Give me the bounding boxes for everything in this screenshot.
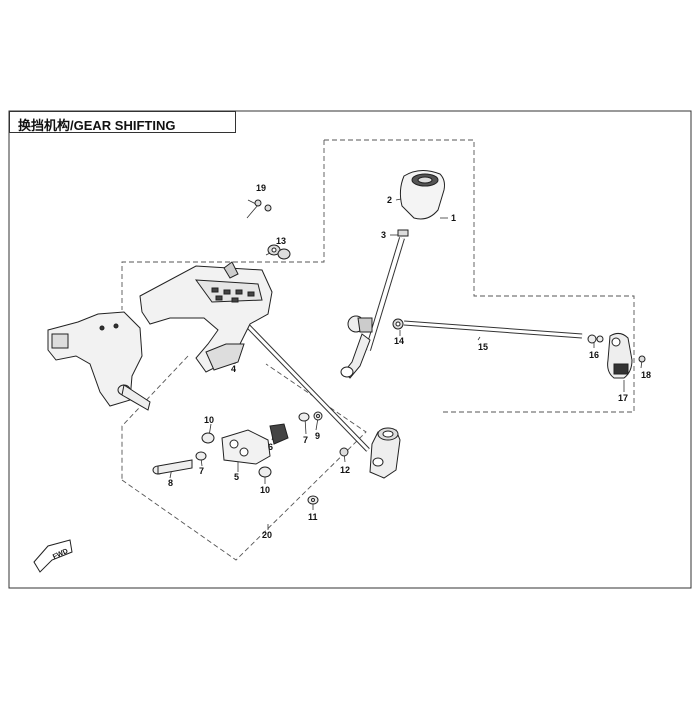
knob-nut bbox=[397, 229, 409, 237]
left-cover bbox=[47, 311, 143, 407]
callout-1: 1 bbox=[451, 213, 456, 223]
callout-7b: 7 bbox=[199, 466, 204, 476]
fwd-arrow: FWD bbox=[33, 539, 73, 573]
shift-lever-base bbox=[340, 315, 373, 379]
lever-arm-17 bbox=[607, 332, 633, 379]
callout-11: 11 bbox=[308, 512, 318, 522]
callout-5: 5 bbox=[234, 472, 239, 482]
callout-6: 6 bbox=[268, 442, 273, 452]
callout-10a: 10 bbox=[204, 415, 214, 425]
group-boundary-shifter bbox=[324, 139, 635, 413]
callout-17: 17 bbox=[618, 393, 628, 403]
callout-16: 16 bbox=[589, 350, 599, 360]
callout-8: 8 bbox=[168, 478, 173, 488]
callout-12: 12 bbox=[340, 465, 350, 475]
outer-frame bbox=[8, 110, 692, 589]
callout-20: 20 bbox=[262, 530, 272, 540]
pivot-housing bbox=[369, 427, 401, 479]
callout-18: 18 bbox=[641, 370, 651, 380]
bolt-8 bbox=[152, 459, 193, 475]
title-box: 换挡机构/GEAR SHIFTING bbox=[9, 111, 236, 133]
callout-15: 15 bbox=[478, 342, 488, 352]
rod-end-16 bbox=[587, 334, 604, 344]
callout-7a: 7 bbox=[303, 435, 308, 445]
shift-rod bbox=[403, 320, 583, 339]
washer-11 bbox=[307, 495, 319, 505]
washer-9 bbox=[313, 411, 323, 421]
diagram-title: 换挡机构/GEAR SHIFTING bbox=[18, 118, 176, 133]
callout-4: 4 bbox=[231, 364, 236, 374]
group-boundary-upper bbox=[121, 140, 325, 310]
lower-bracket-5 bbox=[221, 429, 271, 465]
mounting-bracket-4 bbox=[139, 261, 273, 373]
callout-2: 2 bbox=[387, 195, 392, 205]
screws-19 bbox=[254, 199, 272, 212]
callout-14: 14 bbox=[394, 336, 404, 346]
bushings-13 bbox=[267, 244, 291, 260]
callout-9: 9 bbox=[315, 431, 320, 441]
shift-knob bbox=[399, 170, 445, 220]
pivot-pin bbox=[117, 384, 151, 411]
callout-19: 19 bbox=[256, 183, 266, 193]
callout-13: 13 bbox=[276, 236, 286, 246]
grommet-6 bbox=[269, 423, 289, 445]
callout-10b: 10 bbox=[260, 485, 270, 495]
callout-3: 3 bbox=[381, 230, 386, 240]
shift-lever-shaft bbox=[365, 237, 405, 351]
nut-14 bbox=[392, 318, 404, 330]
bolt-18 bbox=[638, 355, 646, 363]
bushing-10 bbox=[201, 432, 272, 478]
link-rod bbox=[244, 322, 370, 452]
bolt-12 bbox=[339, 447, 349, 457]
group-boundary-left bbox=[121, 355, 189, 480]
bushing-7 bbox=[195, 412, 310, 461]
